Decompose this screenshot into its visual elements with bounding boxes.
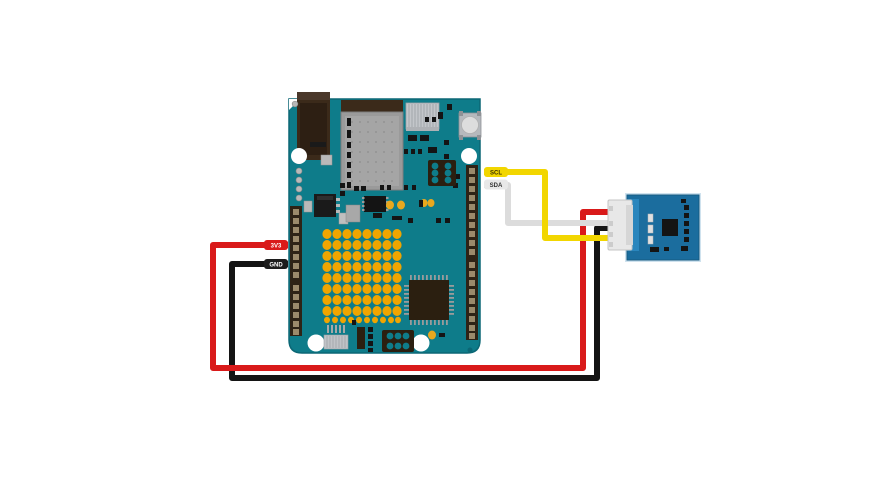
led-matrix <box>322 229 402 324</box>
pin-label-scl-text: SCL <box>490 171 502 177</box>
resistor-array <box>647 213 654 245</box>
pin-label-3v3: 3V3 <box>264 240 288 250</box>
pin-label-sda: SDA <box>484 179 508 190</box>
pad-array-header <box>428 160 456 186</box>
wire-gnd <box>229 225 630 381</box>
sensor-chip <box>662 219 678 236</box>
via-column <box>295 167 303 202</box>
arduino-board[interactable] <box>288 92 482 354</box>
wire-3v3 <box>210 209 630 371</box>
jst-connector[interactable] <box>607 199 633 251</box>
dc-barrel-jack <box>405 102 440 131</box>
gold-passives <box>386 199 445 340</box>
reset-button[interactable] <box>458 111 482 140</box>
right-pin-header[interactable] <box>466 165 478 340</box>
soic-ic <box>362 196 389 212</box>
smd-passives-left <box>303 142 361 225</box>
crystal-oscillator <box>323 320 373 352</box>
smd-passives-scatter <box>340 104 460 223</box>
pin-label-group: SCL SDA 3V3 GND <box>264 167 508 269</box>
icsp-header[interactable] <box>382 330 414 352</box>
pin-label-gnd-text: GND <box>269 263 283 269</box>
left-pin-header[interactable] <box>290 206 302 336</box>
pin-label-3v3-text: 3V3 <box>271 244 282 250</box>
usb-c-connector <box>297 92 330 160</box>
pin-label-sda-text: SDA <box>490 183 503 189</box>
solder-pads <box>650 199 689 252</box>
pin-label-gnd: GND <box>264 259 288 269</box>
wire-scl <box>484 169 630 241</box>
i2c-sensor-breakout[interactable] <box>607 193 701 262</box>
mounting-holes <box>291 100 477 353</box>
pin-label-scl: SCL <box>484 167 508 177</box>
main-mcu-chip <box>404 275 454 325</box>
wifi-shield-module <box>340 100 404 191</box>
voltage-regulator <box>314 194 340 217</box>
